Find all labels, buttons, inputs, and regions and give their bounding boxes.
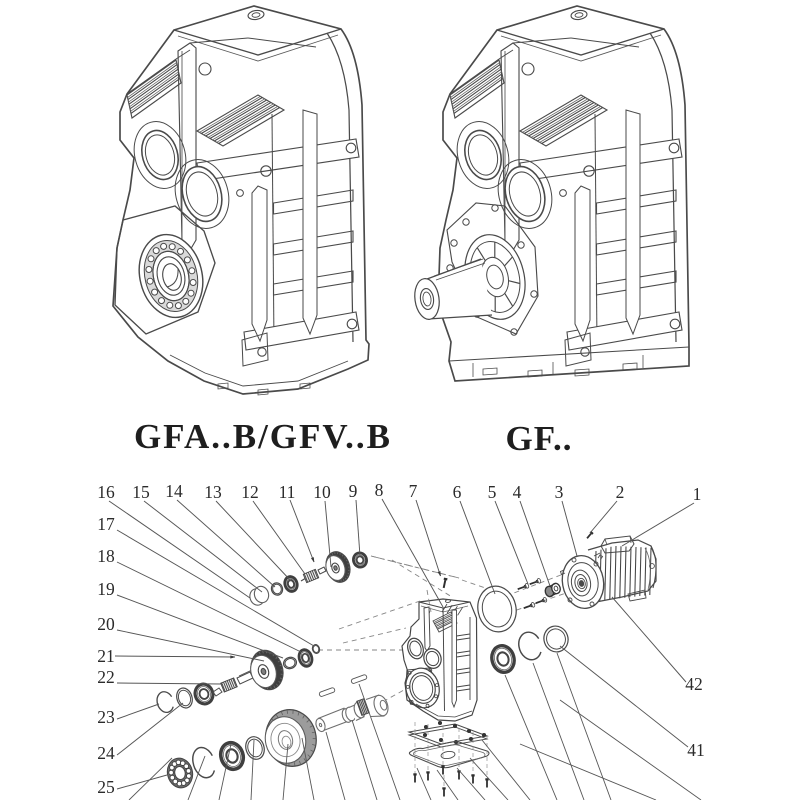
svg-text:13: 13 (204, 482, 222, 502)
svg-text:17: 17 (97, 514, 115, 534)
svg-text:11: 11 (279, 482, 296, 502)
svg-text:23: 23 (97, 707, 115, 727)
svg-text:1: 1 (693, 484, 702, 504)
svg-text:6: 6 (453, 482, 462, 502)
svg-text:20: 20 (97, 614, 115, 634)
svg-text:4: 4 (513, 482, 522, 502)
svg-text:21: 21 (97, 646, 115, 666)
svg-text:22: 22 (97, 667, 115, 687)
svg-text:18: 18 (97, 546, 115, 566)
svg-text:41: 41 (687, 740, 705, 760)
svg-text:19: 19 (97, 579, 115, 599)
svg-text:7: 7 (409, 481, 418, 501)
svg-text:24: 24 (97, 743, 115, 763)
svg-text:25: 25 (97, 777, 115, 797)
svg-text:14: 14 (165, 481, 183, 501)
svg-text:GFA..B/GFV..B: GFA..B/GFV..B (134, 417, 392, 456)
svg-text:9: 9 (349, 481, 358, 501)
svg-text:15: 15 (132, 482, 150, 502)
svg-text:10: 10 (313, 482, 331, 502)
svg-text:8: 8 (375, 480, 384, 500)
svg-text:12: 12 (241, 482, 259, 502)
svg-text:42: 42 (685, 674, 703, 694)
svg-text:2: 2 (616, 482, 625, 502)
svg-text:16: 16 (97, 482, 115, 502)
svg-text:5: 5 (488, 482, 497, 502)
svg-text:3: 3 (555, 482, 564, 502)
svg-text:GF..: GF.. (506, 419, 573, 458)
